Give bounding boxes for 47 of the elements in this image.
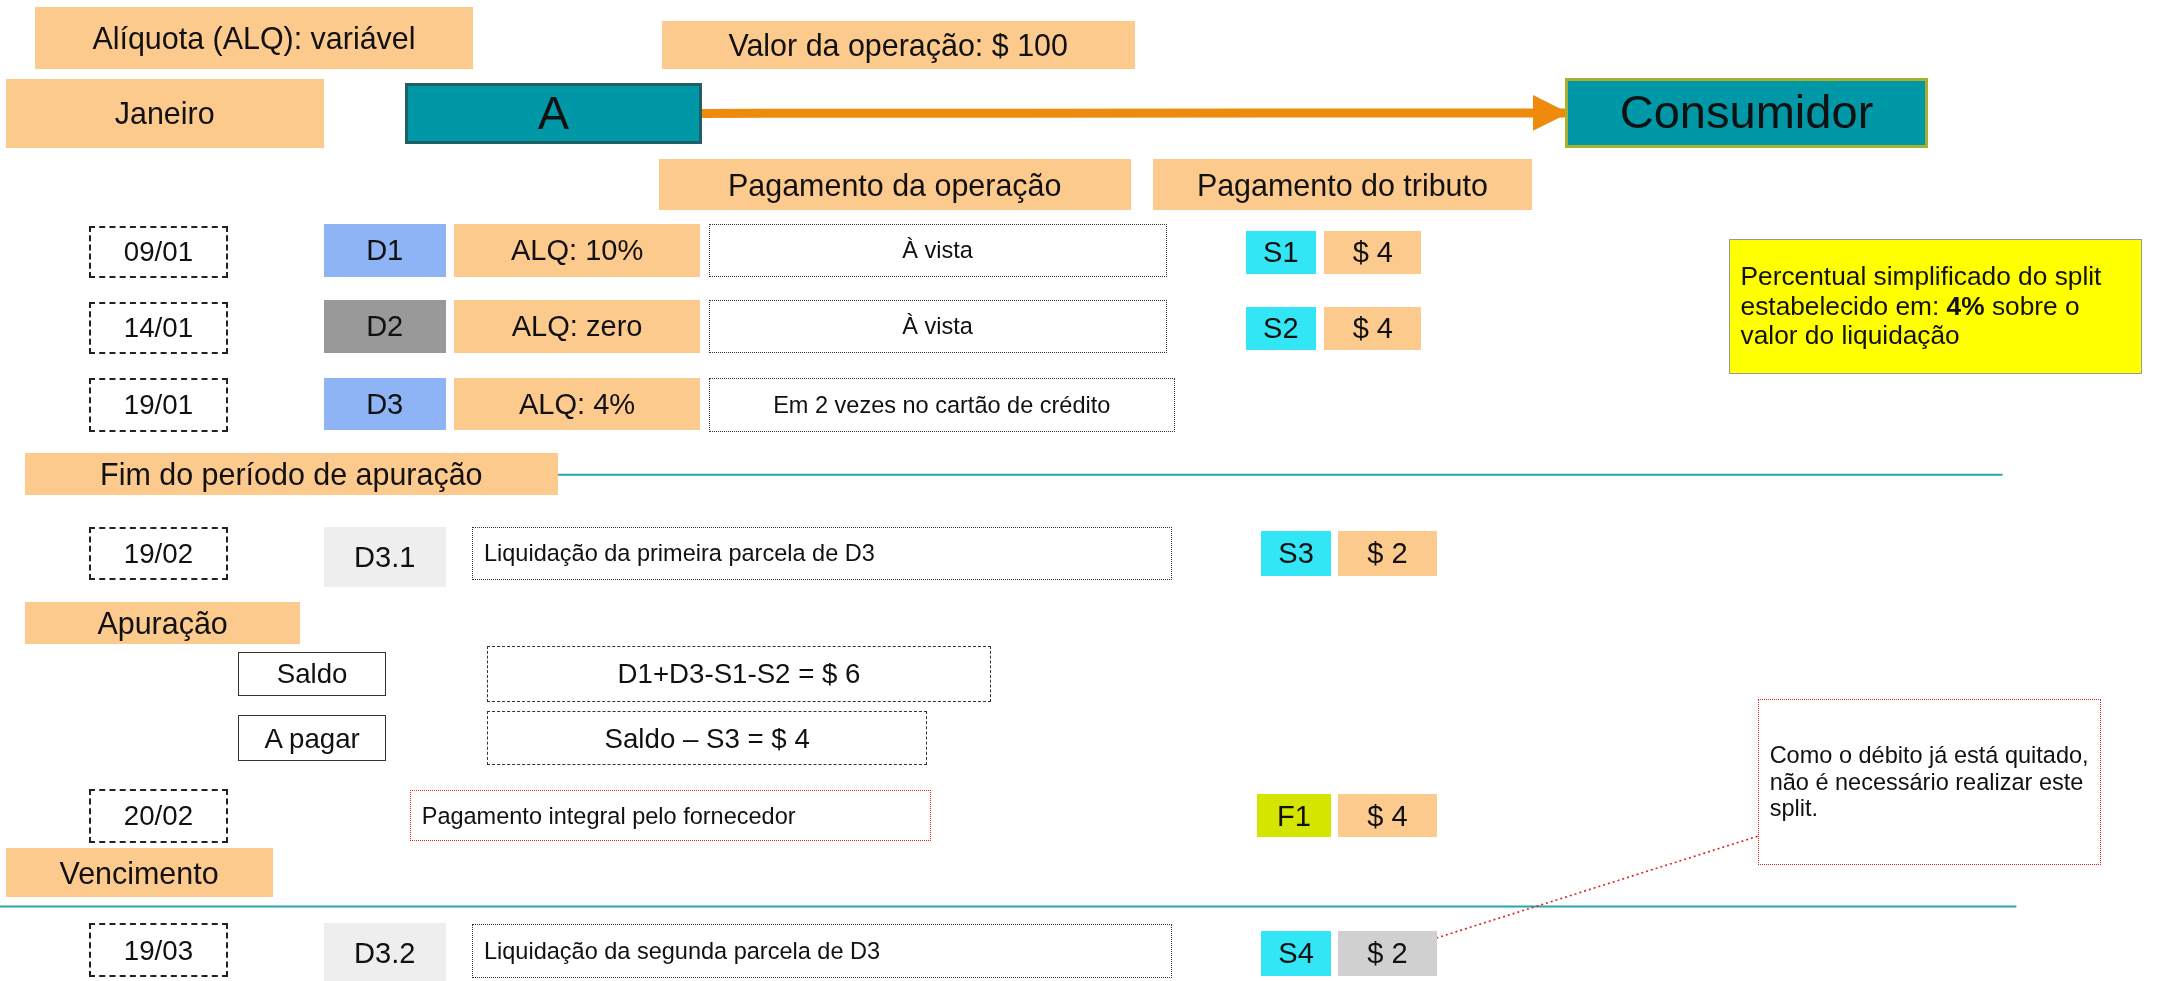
label-box: Saldo [238, 651, 387, 697]
header-label: Janeiro [5, 78, 324, 149]
split-box: S3 [1260, 531, 1332, 576]
header-label: Apuração [24, 602, 301, 644]
label-box: A pagar [238, 715, 387, 762]
date-box: 14/01 [88, 301, 229, 355]
payment-description-box: Liquidação da primeira parcela de D3 [471, 527, 1173, 580]
note-box: Como o débito já está quitado, não é necessário realizar este split. [1757, 698, 2101, 865]
header-label: Valor da operação: $ 100 [661, 20, 1135, 70]
amount-box: $ 4 [1338, 794, 1437, 838]
date-box: 19/03 [88, 923, 229, 978]
header-label: Pagamento da operação [658, 159, 1131, 211]
split-box: S4 [1260, 931, 1332, 976]
rate-box: ALQ: 10% [453, 224, 701, 277]
payment-description-box: Liquidação da segunda parcela de D3 [471, 924, 1173, 979]
rate-box: ALQ: zero [453, 300, 701, 353]
amount-box: $ 4 [1324, 307, 1422, 351]
entity-box: Consumidor [1565, 77, 1928, 149]
debit-box: D1 [323, 224, 446, 277]
debit-box: D3 [323, 377, 446, 431]
split-box: S1 [1245, 231, 1317, 274]
debit-box: D3.1 [323, 527, 446, 587]
entity-box: A [405, 83, 702, 144]
debit-box: D2 [323, 300, 446, 353]
debit-box: D3.2 [323, 923, 446, 981]
payment-description-box: Pagamento integral pelo fornecedor [409, 790, 932, 842]
rate-box: ALQ: 4% [453, 377, 701, 431]
date-box: 09/01 [88, 225, 229, 279]
leader-line [1435, 835, 1759, 939]
calculation-box: D1+D3-S1-S2 = $ 6 [487, 646, 991, 702]
header-label: Fim do período de apuração [24, 452, 558, 496]
amount-box: $ 4 [1324, 231, 1422, 274]
amount-box: $ 2 [1338, 531, 1437, 576]
payment-description-box: À vista [708, 224, 1167, 277]
calculation-box: Saldo – S3 = $ 4 [487, 711, 928, 766]
date-box: 20/02 [88, 788, 229, 843]
header-label: Pagamento do tributo [1152, 159, 1532, 211]
date-box: 19/02 [88, 527, 229, 580]
payment-description-box: Em 2 vezes no cartão de crédito [708, 377, 1175, 432]
payment-description-box: À vista [708, 300, 1167, 353]
date-box: 19/01 [88, 377, 229, 432]
header-label: Vencimento [5, 848, 273, 897]
note-box: Percentual simplificado do split estabelecido em: 4% sobre o valor do liquidação [1728, 239, 2143, 374]
split-box: S2 [1245, 307, 1317, 351]
payment-box: F1 [1256, 794, 1332, 838]
header-label: Alíquota (ALQ): variável [34, 6, 474, 70]
amount-box: $ 2 [1338, 931, 1437, 976]
